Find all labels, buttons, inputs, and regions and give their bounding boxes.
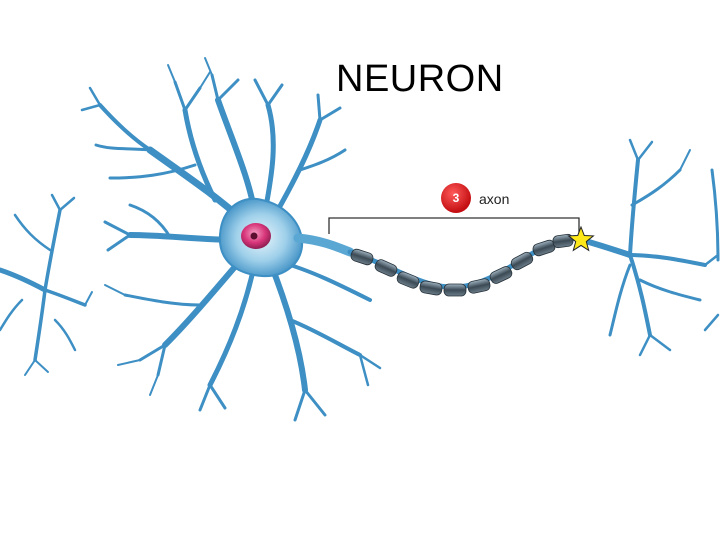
cell-body <box>218 197 304 278</box>
page-title: NEURON <box>336 58 504 100</box>
axon-label: axon <box>479 191 510 207</box>
nucleolus <box>250 232 258 240</box>
axon-bracket <box>328 217 580 234</box>
right-neuron-dendrites <box>572 138 720 357</box>
star-icon <box>567 225 595 252</box>
left-neuron-dendrites <box>0 193 93 376</box>
myelin-sheath <box>350 233 574 297</box>
axon <box>293 233 578 297</box>
callout-number-badge: 3 <box>441 183 471 213</box>
